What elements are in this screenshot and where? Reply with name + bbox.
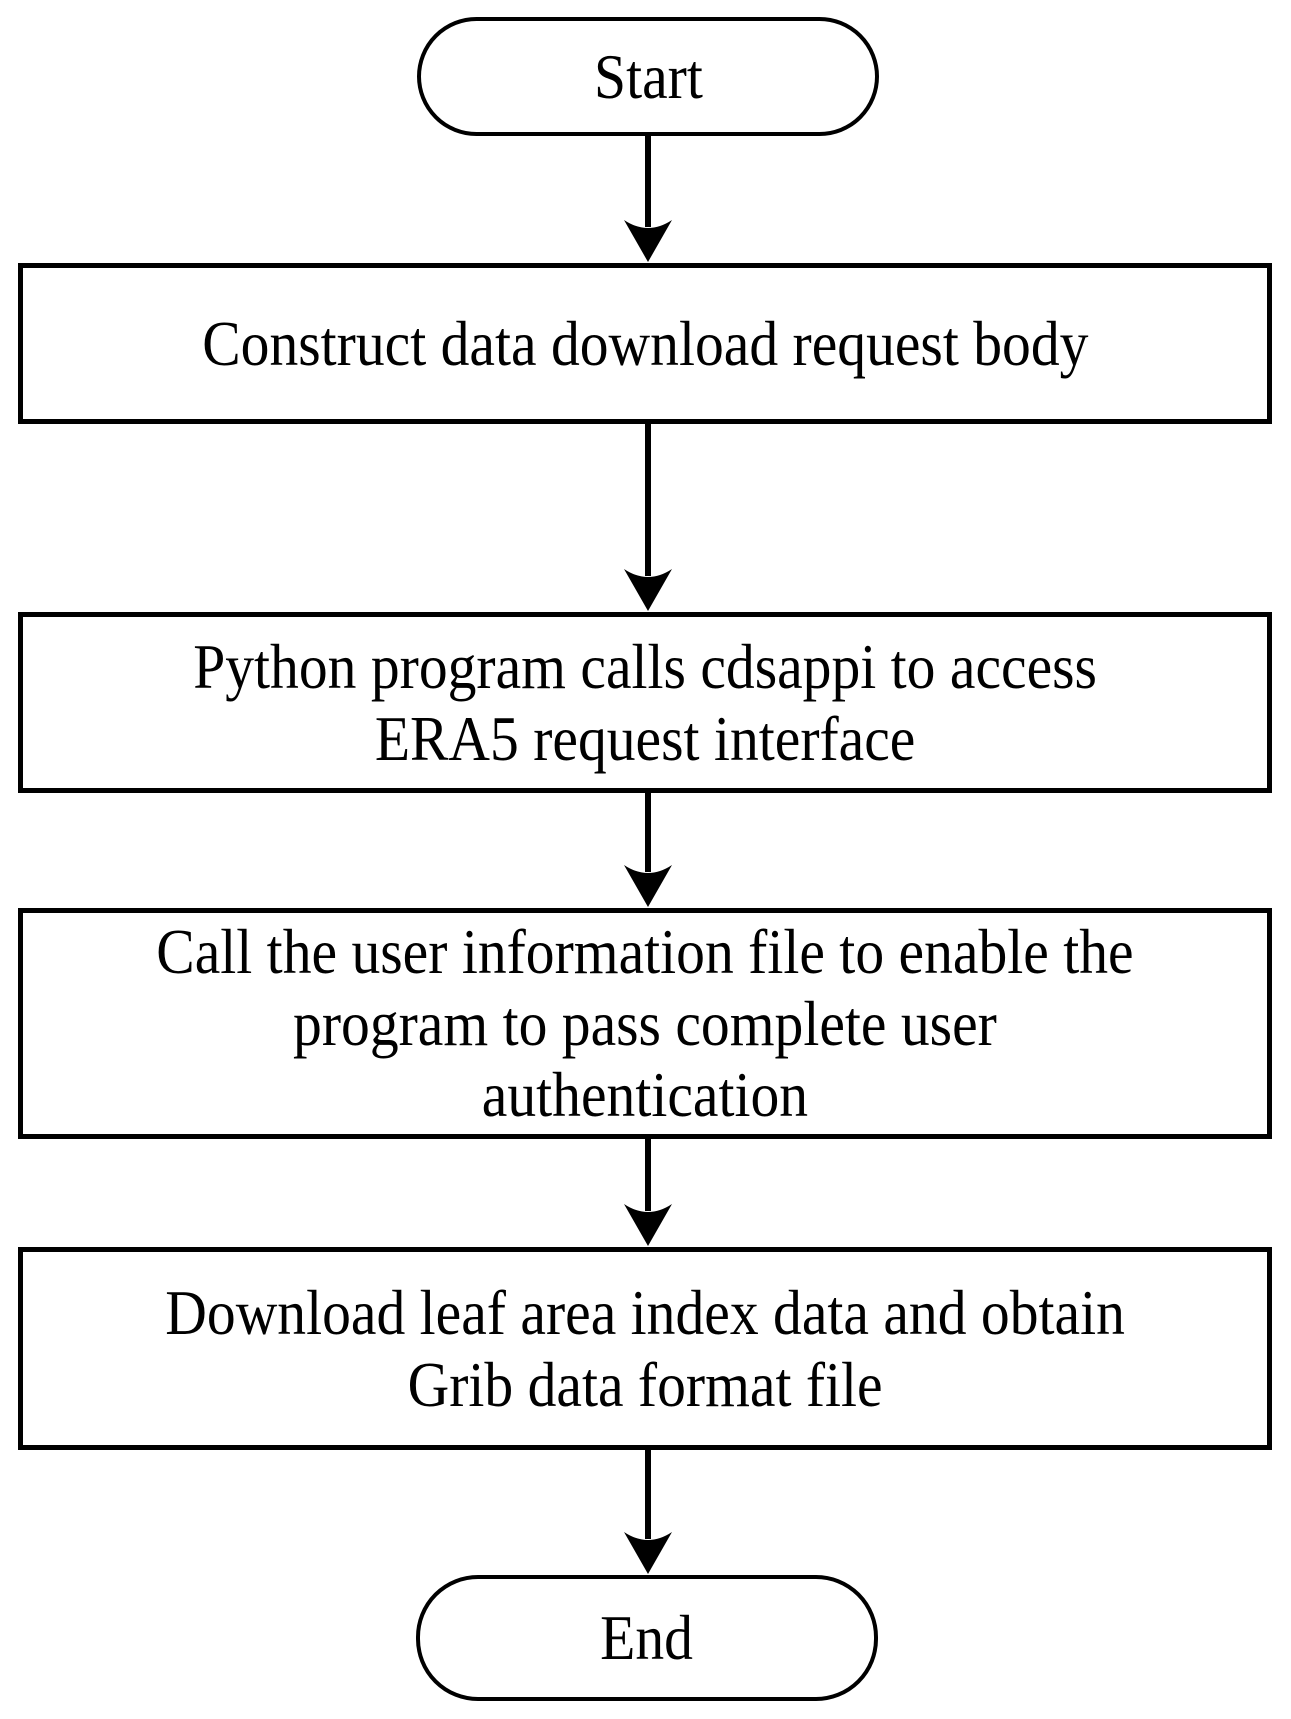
flow-arrow-down-3 — [624, 792, 672, 907]
flowchart-node-construct-request: Construct data download request body — [18, 263, 1272, 424]
flowchart-node-download-lai: Download leaf area index data and obtain… — [18, 1247, 1272, 1450]
node-label-download-lai: Download leaf area index data and obtain… — [165, 1276, 1125, 1420]
flowchart-node-call-cdsapi: Python program calls cdsappi to access E… — [18, 612, 1272, 793]
flowchart-node-user-authentication: Call the user information file to enable… — [18, 908, 1272, 1139]
node-label-construct-request: Construct data download request body — [201, 307, 1089, 379]
flow-arrow-down-1 — [624, 135, 672, 262]
flow-arrow-down-2 — [624, 423, 672, 611]
flow-arrow-down-5 — [624, 1449, 672, 1574]
flow-arrow-down-4 — [624, 1138, 672, 1246]
flowchart-node-end: End — [416, 1575, 878, 1701]
flowchart-node-start: Start — [417, 17, 879, 136]
node-label-end: End — [600, 1602, 694, 1674]
node-label-call-cdsapi: Python program calls cdsappi to access E… — [193, 630, 1097, 774]
node-label-start: Start — [593, 40, 703, 112]
node-label-user-authentication: Call the user information file to enable… — [156, 915, 1134, 1131]
